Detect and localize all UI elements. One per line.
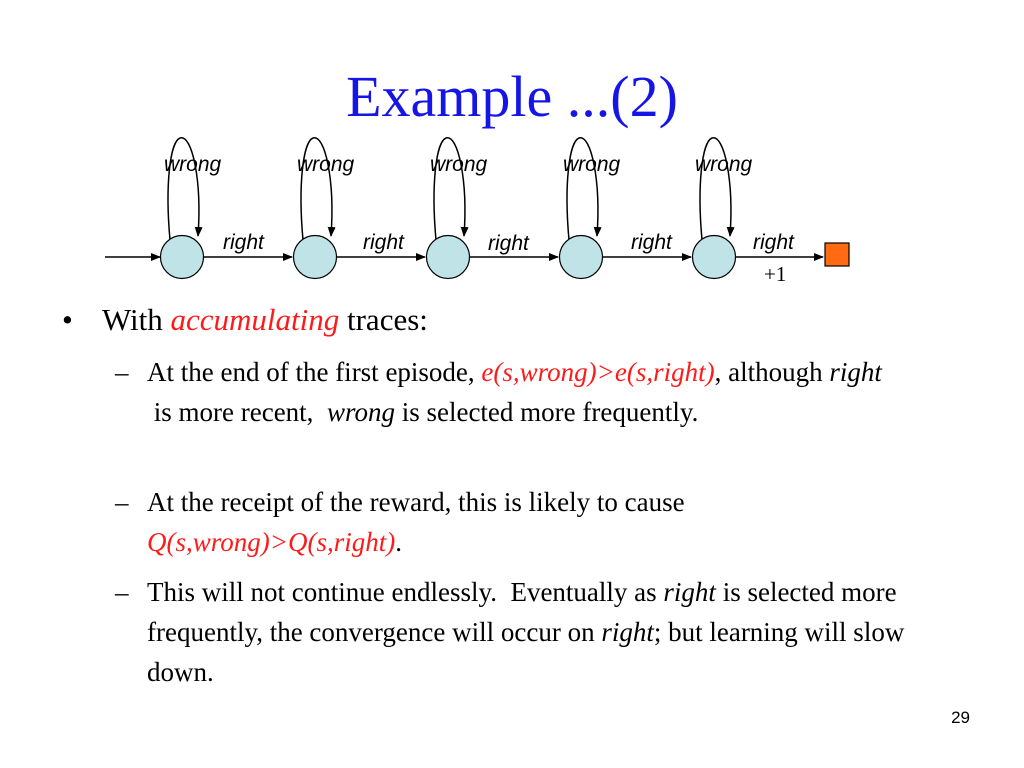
text-run: ; but learning will slow down. [147,617,905,687]
state-node-3 [425,234,471,280]
bullet-text-pre: With [102,302,171,337]
text-run: . [395,527,402,557]
state-node-4 [558,234,604,280]
text-run: At the end of the first episode, [147,357,482,387]
page-number: 29 [951,708,970,727]
sub-bullet-marker: – [115,577,129,607]
edge-label-right: right [753,231,795,254]
text-run: is more recent, [147,397,327,427]
trace-inequality: e(s,wrong)>e(s,right) [481,357,715,387]
self-loop-5 [699,137,735,241]
slide-title: Example ...(2) [346,64,678,129]
self-loop-4 [566,137,602,241]
loop-label-wrong: wrong [695,153,753,176]
bullet-text-post: traces: [339,302,428,337]
loop-label-wrong: wrong [297,153,355,176]
italic-term: right [829,357,882,387]
italic-term: right [601,617,654,647]
state-transition-diagram: wrong wrong wrong wrong wrong right righ… [105,137,850,286]
loop-label-wrong: wrong [164,153,222,176]
edge-label-right: right [488,232,530,255]
sub-bullet-text: At the end of the first episode, e(s,wro… [147,352,917,432]
sub-bullet-marker: – [115,487,129,517]
sub-bullet-marker: – [115,357,129,387]
terminal-state [824,242,850,267]
bullet-marker: • [62,302,73,337]
self-loop-2 [300,137,336,241]
state-node-5 [691,234,737,280]
text-run: is selected more frequently. [394,397,699,427]
loop-label-wrong: wrong [430,153,488,176]
italic-term: wrong [326,397,395,427]
self-loop-3 [433,137,469,241]
bullet-highlight: accumulating [170,302,340,337]
reward-label: +1 [764,262,786,286]
state-node-1 [159,234,205,280]
edge-label-right: right [223,231,265,254]
text-run: is selected more frequently, the converg… [147,577,897,647]
text-run: , although [714,357,830,387]
loop-label-wrong: wrong [563,153,621,176]
sub-bullet-text: At the receipt of the reward, this is li… [147,482,917,562]
italic-term: right [663,577,716,607]
state-node-2 [292,234,338,280]
edge-label-right: right [631,231,673,254]
q-inequality: Q(s,wrong)>Q(s,right) [147,527,396,557]
self-loop-1 [167,137,203,241]
bullet-text: With accumulating traces: [102,300,428,340]
sub-bullet-text: This will not continue endlessly. Eventu… [147,572,917,692]
text-run: At the receipt of the reward, this is li… [147,487,685,517]
edge-label-right: right [363,231,405,254]
text-run: This will not continue endlessly. Eventu… [147,577,664,607]
